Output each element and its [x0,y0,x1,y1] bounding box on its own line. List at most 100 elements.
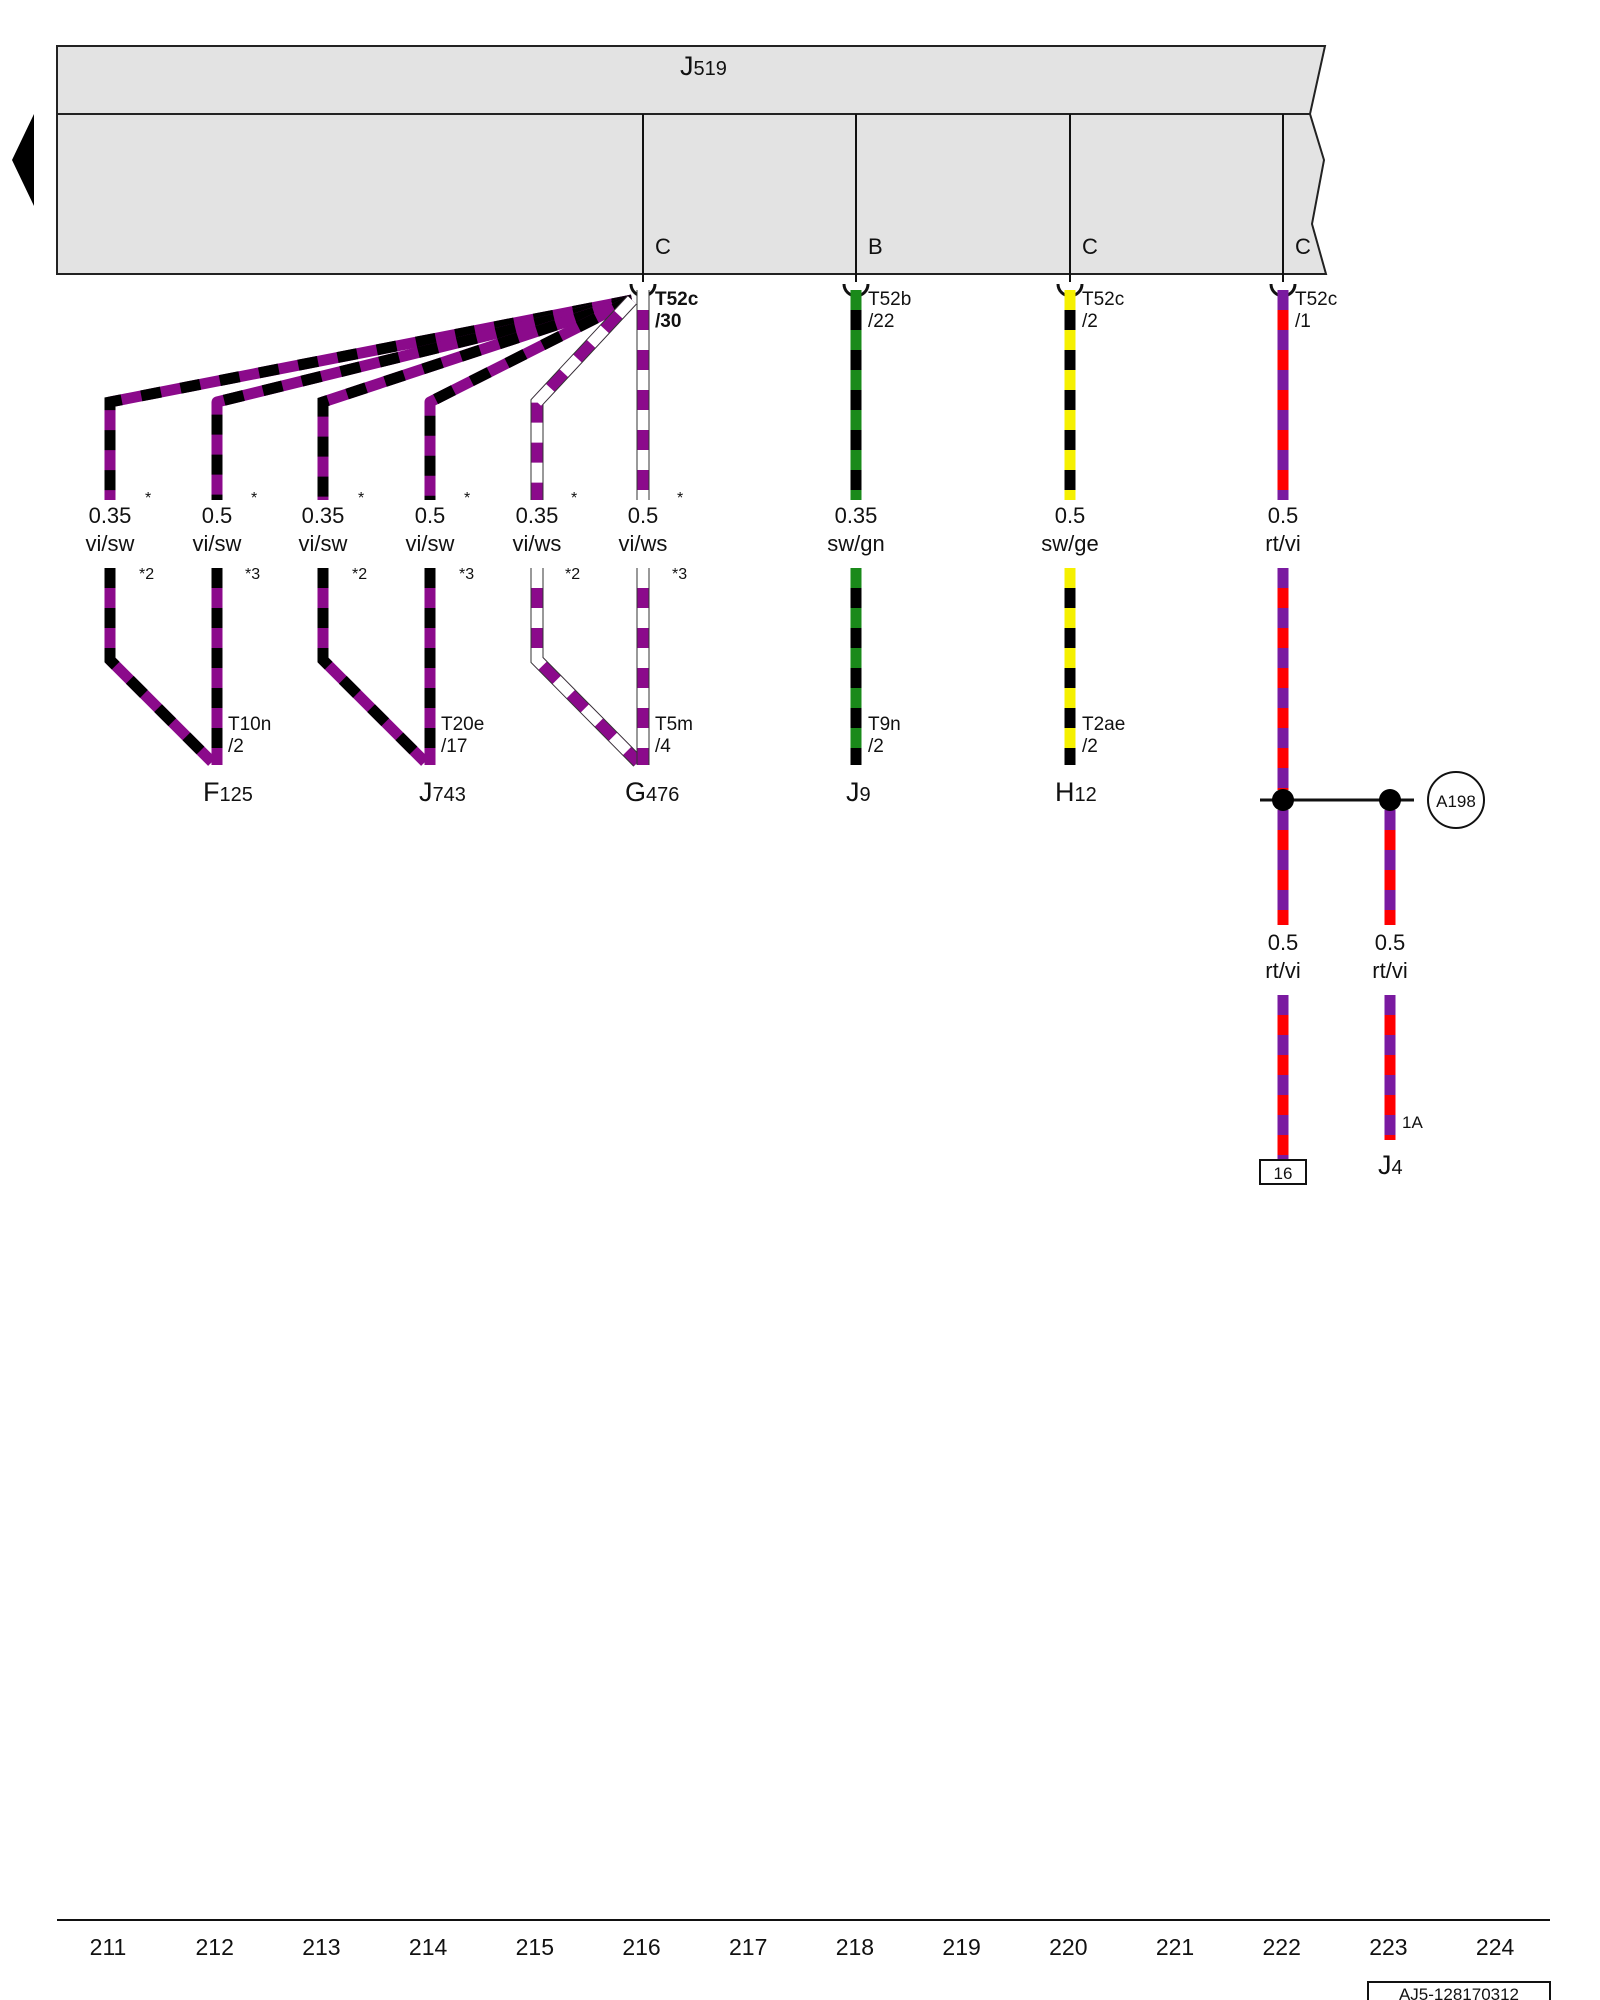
grid-number: 214 [409,1934,448,1960]
connector-pin: /30 [655,311,681,332]
wire-star: * [571,490,577,507]
ground-box-label: 16 [1274,1164,1293,1183]
splice-dot-icon [1379,789,1401,811]
wire-color: sw/gn [827,531,884,556]
wire-upper-segment-stripe [317,294,634,500]
connector-pin: /17 [441,736,467,757]
wire-segments-splice [1277,568,1396,1160]
variant-marker: *3 [459,566,474,583]
connector-label: T52b [868,289,911,310]
connector-pin: /1 [1295,311,1311,332]
component-label: J9 [846,777,871,807]
variant-marker: *2 [565,566,580,583]
wire-size: 0.5 [202,503,233,528]
wire-size: 0.5 [1268,930,1299,955]
pin-group-letter: C [1082,234,1098,259]
grid-number: 212 [196,1934,234,1960]
wire-upper-segment-stripe [531,296,637,500]
connector-pin: /4 [655,736,671,757]
connector-pin: /2 [1082,736,1098,757]
splice-circle-icon [1427,771,1485,829]
wire-lower-segment-stripe [317,568,429,766]
grid-number: 219 [942,1934,980,1960]
component-label: J4 [1378,1150,1403,1180]
variant-marker: *3 [245,566,260,583]
component-labels: F125 J743 G476 J9 H12 J4 [203,777,1403,1180]
wire-size: 0.35 [516,503,559,528]
connector-label: T52c [1295,289,1337,310]
connector-pin: /22 [868,311,894,332]
control-unit-label: J519 [680,51,727,81]
component-label: G476 [625,777,679,807]
wire-size: 0.35 [89,503,132,528]
wire-star: * [145,490,151,507]
wire-upper-segment-stripe [211,294,634,500]
wire-lower-segment-stripe [531,568,642,766]
ground-box [1259,1159,1307,1185]
wire-labels: 0.35 vi/sw * 0.5 vi/sw * 0.35 vi/sw * 0.… [86,490,1408,983]
reference-box [1367,1981,1551,2000]
splice-dot-icon [1272,789,1294,811]
connector-label: T52c [1082,289,1124,310]
component-label: H12 [1055,777,1097,807]
wire-size: 0.5 [628,503,659,528]
pin-group-letters: C B C C [655,234,1311,259]
wire-color: rt/vi [1372,958,1407,983]
grid-number: 224 [1476,1934,1515,1960]
splice-node: A198 [1260,771,1485,829]
wire-color: vi/sw [86,531,135,556]
connector-pin: /2 [228,736,244,757]
wire-size: 0.35 [302,503,345,528]
wire-segments-lower [104,568,1076,767]
wire-size: 0.5 [1268,503,1299,528]
pin-group-letter: B [868,234,883,259]
pin-group-letter: C [655,234,671,259]
splice-label: A198 [1436,792,1476,811]
wire-color: vi/sw [193,531,242,556]
connector-label: T10n [228,714,271,735]
variant-marker: *2 [352,566,367,583]
variant-markers: *2 *3 *2 *3 *2 *3 [139,566,687,583]
grid-number: 220 [1049,1934,1087,1960]
wire-lower-segment-outline [530,568,643,767]
grid-number: 222 [1263,1934,1301,1960]
wire-color: vi/sw [299,531,348,556]
bottom-connector-labels: T10n /2 T20e /17 T5m /4 T9n /2 T2ae /2 [228,714,1125,757]
reference-label: AJ5-128170312 [1399,1985,1519,2000]
wire-size: 0.5 [415,503,446,528]
wire-color: rt/vi [1265,958,1300,983]
wire-lower-segment [317,568,429,766]
connector-label: T2ae [1082,714,1125,735]
page-back-arrow-icon[interactable] [12,114,34,206]
control-unit-housing [12,45,1328,275]
wire-star: * [677,490,683,507]
grid-number: 221 [1156,1934,1194,1960]
wire-star: * [464,490,470,507]
grid-number: 218 [836,1934,874,1960]
wire-lower-segment [104,568,216,766]
wire-segments-upper [104,290,1289,500]
wire-size: 0.5 [1055,503,1086,528]
variant-marker: *2 [139,566,154,583]
connector-label: T9n [868,714,901,735]
variant-marker: *3 [672,566,687,583]
grid-number: 215 [516,1934,554,1960]
grid-number: 213 [302,1934,340,1960]
grid-number: 217 [729,1934,767,1960]
wire-star: * [251,490,257,507]
wire-upper-segment-stripe [104,294,634,500]
grid-number: 211 [90,1934,127,1960]
wire-color: vi/ws [513,531,562,556]
fuse-label: 1A [1402,1113,1423,1132]
internal-lines [642,114,1284,282]
component-label: F125 [203,777,253,807]
wire-star: * [358,490,364,507]
connector-label: T5m [655,714,693,735]
wire-color: vi/sw [406,531,455,556]
wire-color: rt/vi [1265,531,1300,556]
wire-lower-segment [531,568,642,766]
wire-size: 0.35 [835,503,878,528]
pin-group-letter: C [1295,234,1311,259]
